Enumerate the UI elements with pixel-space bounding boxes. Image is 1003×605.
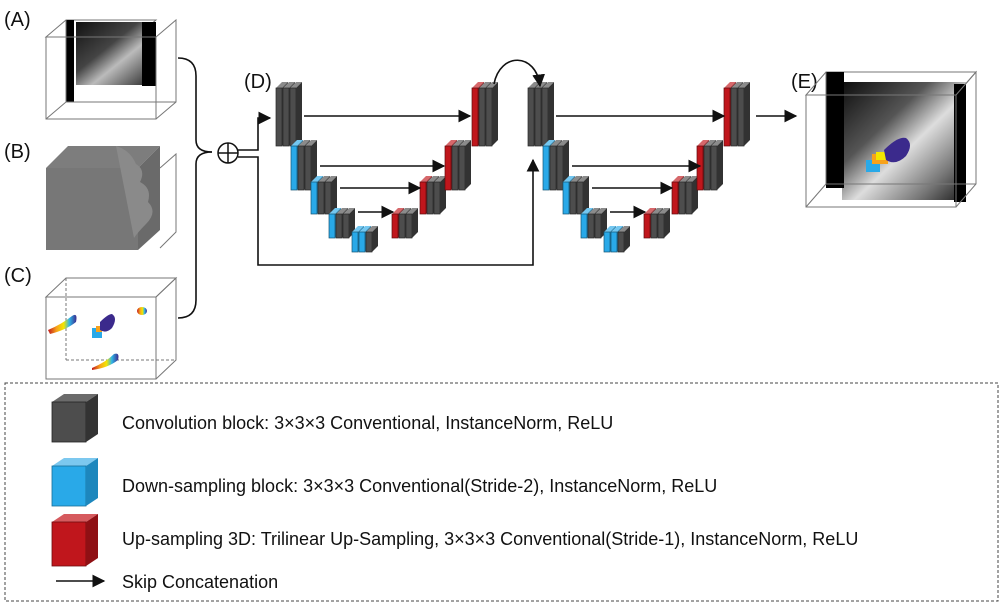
legend-label-skip: Skip Concatenation <box>122 572 278 592</box>
skip-connections <box>304 59 798 219</box>
block-convolution-38 <box>594 208 607 239</box>
panel-label-c: (C) <box>4 265 32 287</box>
legend-label-upsampling: Up-sampling 3D: Trilinear Up-Sampling, 3… <box>122 529 858 549</box>
legend-box <box>4 382 999 602</box>
legend-label-downsampling: Down-sampling block: 3×3×3 Conventional(… <box>122 476 717 496</box>
legend-convolution: Convolution block: 3×3×3 Conventional, I… <box>51 394 613 443</box>
block-convolution-23 <box>458 140 471 191</box>
block-convolution-26 <box>485 82 498 147</box>
plus-circle-icon <box>217 142 239 164</box>
panel-b-segmentation-volume <box>46 146 177 250</box>
block-convolution-41 <box>617 226 630 253</box>
block-convolution-50 <box>710 140 723 191</box>
input-bracket <box>177 57 213 319</box>
block-convolution-20 <box>433 176 446 215</box>
panel-label-d: (D) <box>244 71 272 93</box>
operator-symbol: ⊕ <box>0 0 1 1</box>
block-convolution-29 <box>541 82 554 147</box>
legend-label-convolution: Convolution block: 3×3×3 Conventional, I… <box>122 413 613 433</box>
block-convolution-53 <box>737 82 750 147</box>
legend-upsampling: Up-sampling 3D: Trilinear Up-Sampling, 3… <box>51 514 858 567</box>
legend-skip: Skip Concatenation <box>56 572 278 592</box>
block-convolution-44 <box>657 208 670 239</box>
panel-c-dose-volume <box>44 276 178 380</box>
block-convolution-35 <box>576 176 589 215</box>
panel-label-b: (B) <box>4 141 31 163</box>
panel-label-e: (E) <box>791 71 818 93</box>
panel-a-ct-volume <box>44 18 177 120</box>
block-convolution-8 <box>324 176 337 215</box>
panel-label-a: (A) <box>4 9 31 31</box>
block-convolution-14 <box>365 226 378 253</box>
block-convolution-47 <box>685 176 698 215</box>
concat-to-network <box>238 111 540 266</box>
panel-e-output-volume <box>804 70 978 208</box>
block-convolution-2 <box>289 82 302 147</box>
block-convolution-17 <box>405 208 418 239</box>
legend-downsampling: Down-sampling block: 3×3×3 Conventional(… <box>51 458 717 507</box>
network-blocks <box>275 82 750 253</box>
